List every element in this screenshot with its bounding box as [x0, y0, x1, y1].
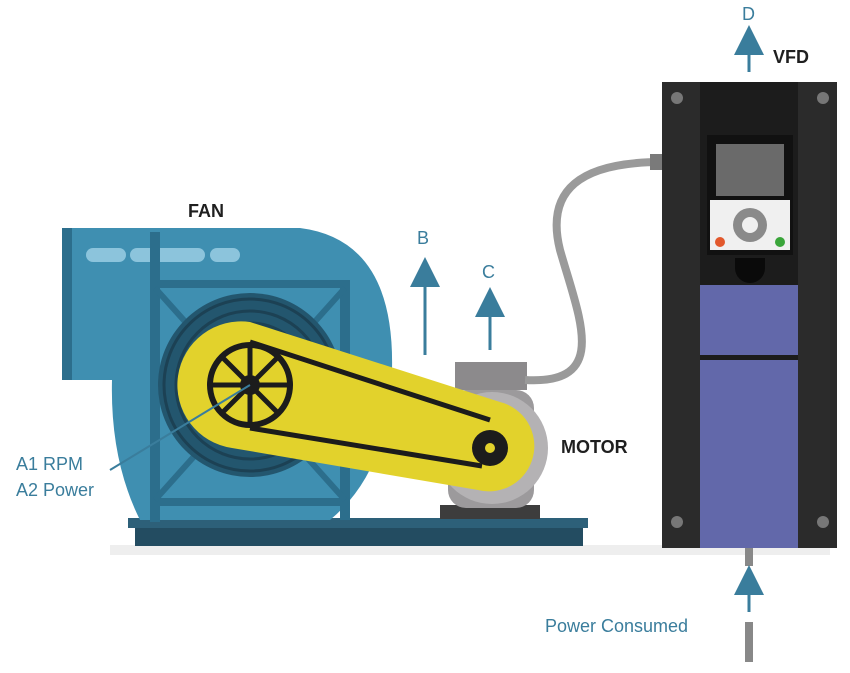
vfd-connector — [745, 548, 753, 566]
fan-highlight — [210, 248, 240, 262]
fan-frame-beam — [150, 280, 350, 288]
vfd-panel-lower — [700, 360, 798, 548]
fan-skid — [135, 528, 583, 546]
belt — [249, 339, 491, 469]
vfd-panel-upper — [700, 285, 798, 355]
a1-label: A1 RPM — [16, 454, 83, 474]
supply-cable — [745, 622, 753, 662]
vfd-green-button — [775, 237, 785, 247]
d-label: D — [742, 4, 755, 24]
ground-shadow — [110, 545, 830, 555]
belt-guard — [177, 321, 535, 492]
fan-highlight — [130, 248, 205, 262]
a1-a2-pointer — [109, 384, 251, 471]
c-label: C — [482, 262, 495, 282]
fan-frame-post — [150, 232, 160, 522]
fan-frame-beam — [150, 498, 350, 506]
cable-gland — [650, 154, 664, 170]
fan-label: FAN — [188, 201, 224, 221]
belt-drive — [177, 321, 535, 492]
motor-foot — [440, 505, 540, 519]
fan-highlight — [86, 248, 126, 262]
vfd-display — [716, 144, 784, 196]
power-consumed-label: Power Consumed — [545, 616, 688, 636]
a2-label: A2 Power — [16, 480, 94, 500]
fan-skid-top — [128, 518, 588, 528]
motor-label: MOTOR — [561, 437, 628, 457]
power-cable — [524, 158, 663, 385]
motor-terminal-box — [455, 362, 527, 390]
vfd-label: VFD — [773, 47, 809, 67]
b-label: B — [417, 228, 429, 248]
vfd — [662, 82, 837, 662]
vfd-red-button — [715, 237, 725, 247]
fan-outlet-flange — [62, 228, 72, 380]
